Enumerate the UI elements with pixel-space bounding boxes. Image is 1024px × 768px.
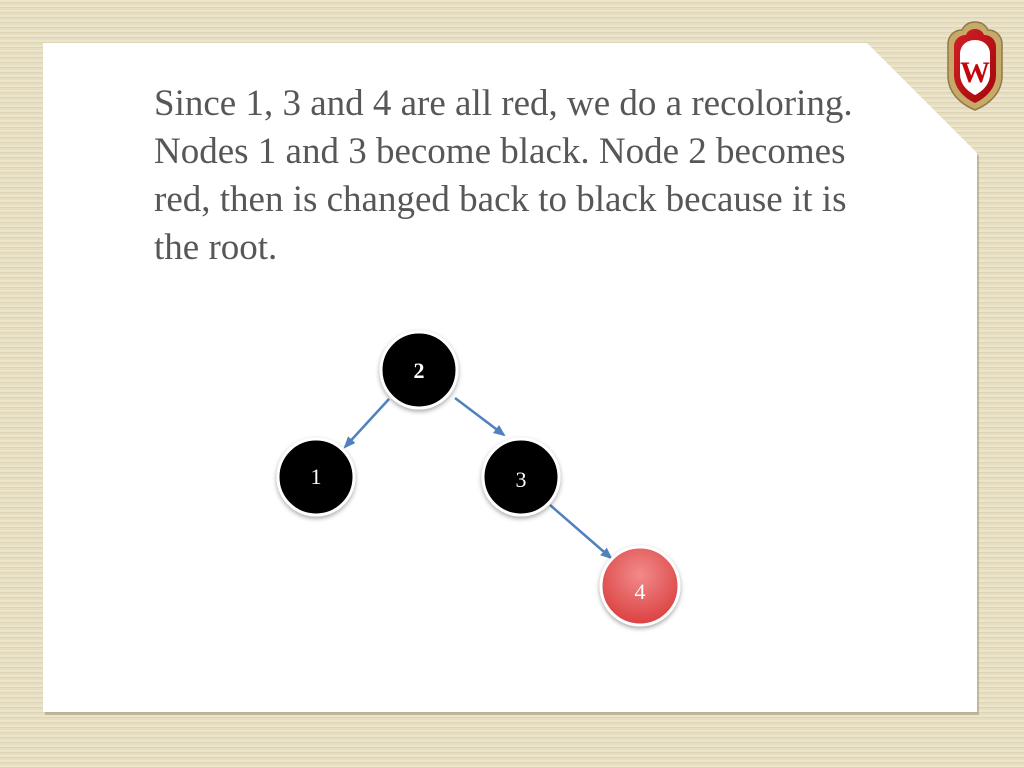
tree-node-1-label: 1 [311,464,322,489]
tree-node-4: 4 [599,545,681,627]
tree-node-4-label: 4 [635,579,646,604]
tree-edge-2-1 [343,398,390,449]
tree-node-2: 2 [379,330,459,410]
uw-crest-icon: W [947,21,1003,111]
slide-body-text: Since 1, 3 and 4 are all red, we do a re… [154,83,853,268]
crest-letter: W [960,56,990,89]
tree-node-3: 3 [481,437,561,517]
tree-edge-2-3 [454,397,506,437]
tree-node-1: 1 [276,437,356,517]
tree-node-3-label: 3 [516,467,527,492]
slide-card [43,43,977,712]
tree-edge-3-4 [549,504,613,560]
tree-node-2-label: 2 [414,358,425,383]
